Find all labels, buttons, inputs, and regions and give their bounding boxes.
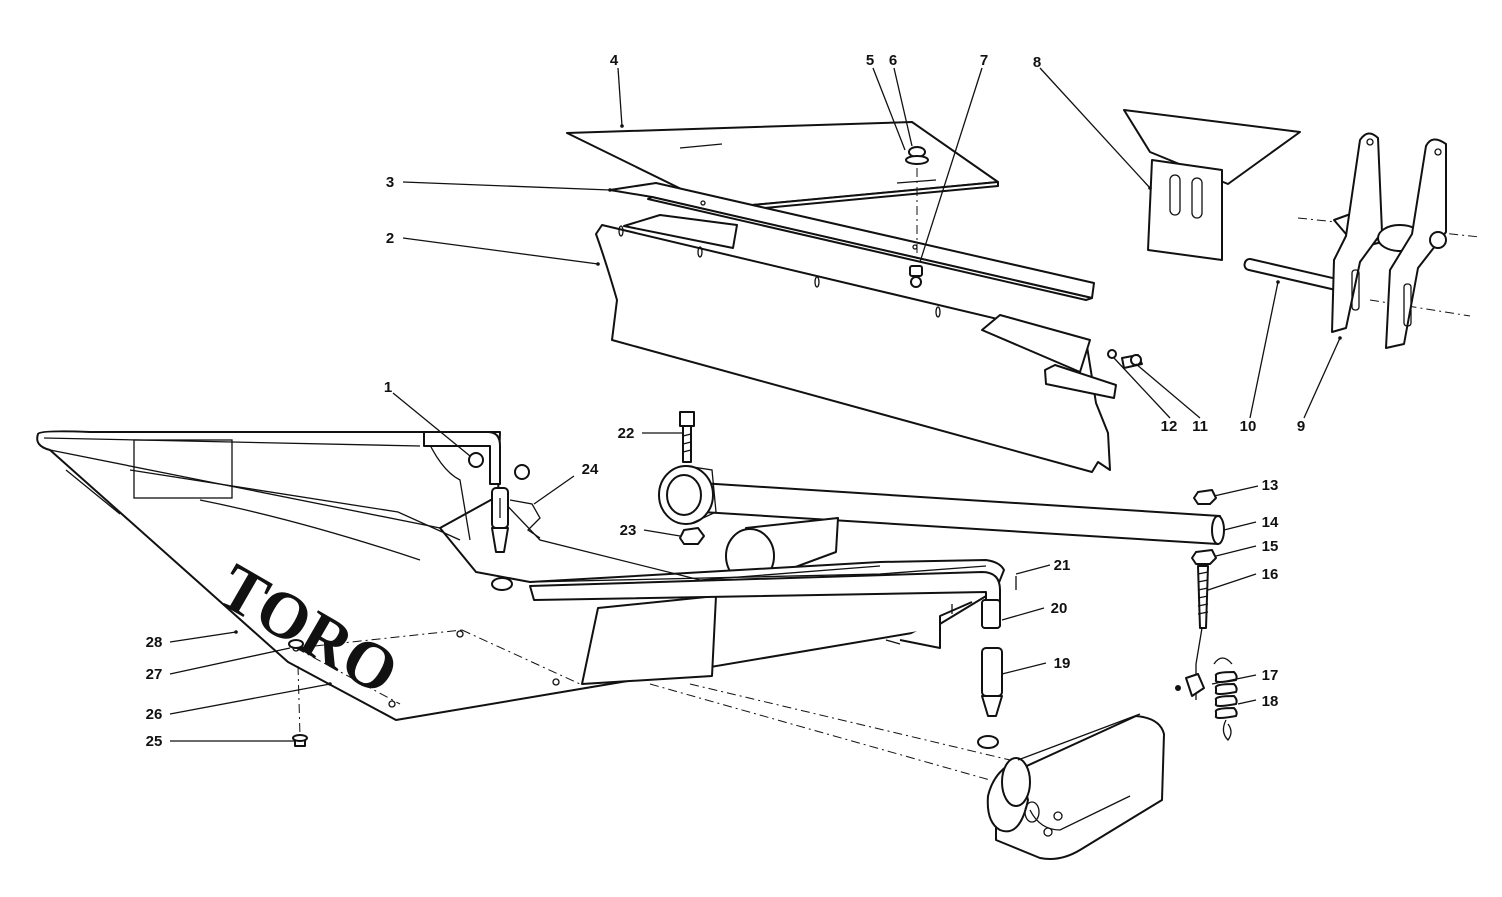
part-23-nut	[679, 527, 705, 545]
callout-27: 27	[146, 666, 163, 683]
part-2-scraper-blade	[595, 214, 1117, 473]
part-14-cross-bar	[658, 465, 1225, 545]
callout-9: 9	[1297, 418, 1305, 435]
part-8-adjusting-bracket	[1123, 109, 1301, 261]
part-28-bucket: TORO	[36, 430, 1011, 781]
callout-6: 6	[889, 52, 897, 69]
callout-18: 18	[1262, 693, 1279, 710]
callout-10: 10	[1240, 418, 1257, 435]
part-3-shim-plate	[609, 182, 1095, 301]
hopper-skid-arm	[977, 713, 1165, 860]
callout-3: 3	[386, 174, 394, 191]
callout-20: 20	[1051, 600, 1068, 617]
spring-assembly	[1175, 489, 1238, 741]
callout-26: 26	[146, 706, 163, 723]
right-pin-assembly	[885, 576, 1017, 717]
callout-12: 12	[1161, 418, 1178, 435]
callout-22: 22	[618, 425, 635, 442]
callout-25: 25	[146, 733, 163, 750]
callout-21: 21	[1054, 557, 1071, 574]
callout-28: 28	[146, 634, 163, 651]
callout-17: 17	[1262, 667, 1279, 684]
callout-14: 14	[1262, 514, 1279, 531]
callout-19: 19	[1054, 655, 1071, 672]
callout-4: 4	[610, 52, 619, 69]
leader-lines	[169, 67, 1342, 742]
part-9-hinge-brackets	[1297, 132, 1481, 349]
callout-8: 8	[1033, 54, 1041, 71]
callout-1: 1	[384, 379, 392, 396]
callout-11: 11	[1192, 418, 1208, 435]
callout-16: 16	[1262, 566, 1279, 583]
left-pin-assembly	[468, 452, 541, 553]
parts-5-6-7-hardware	[905, 146, 929, 288]
callout-15: 15	[1262, 538, 1279, 555]
part-10-pin	[1243, 257, 1342, 291]
callout-7: 7	[980, 52, 988, 69]
callout-labels: 1 2 3 4 5 6 7 8 9 10 11 12 13 14 15 16 1…	[146, 52, 1306, 750]
part-4-cover-plate	[566, 121, 999, 213]
callout-2: 2	[386, 230, 394, 247]
callout-23: 23	[620, 522, 637, 539]
part-22-bolt	[679, 411, 695, 463]
parts-25-26-27-hardware	[288, 639, 308, 747]
callout-24: 24	[582, 461, 599, 478]
callout-5: 5	[866, 52, 874, 69]
callout-13: 13	[1262, 477, 1279, 494]
